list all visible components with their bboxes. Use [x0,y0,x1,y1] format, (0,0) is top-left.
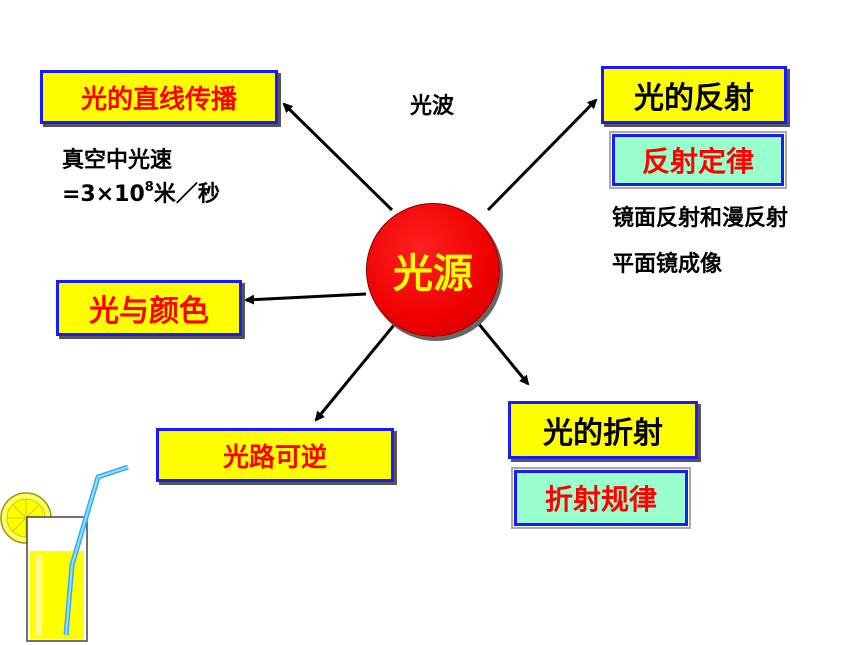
center-node-light-source: 光源 [366,203,500,337]
node-reflection-law: 反射定律 [609,131,787,189]
reflection-note-plane-mirror: 平面镜成像 [612,252,723,277]
node-reflection-label: 光的反射 [634,81,754,116]
node-refraction-law-label: 折射规律 [544,483,657,516]
node-straight-propagation: 光的直线传播 [40,70,278,124]
arrow-to-color [244,292,367,305]
node-refraction-law: 折射规律 [511,467,691,529]
speed-suffix: 米／秒 [153,182,220,207]
label-light-wave: 光波 [410,94,455,119]
node-straight-label: 光的直线传播 [80,84,237,115]
arrow-to-reflection [486,98,598,212]
node-refraction: 光的折射 [508,401,698,459]
node-reversible-label: 光路可逆 [222,442,327,473]
node-reversible-path: 光路可逆 [156,428,394,482]
straw-icon [63,464,129,636]
arrow-to-straight [282,102,394,212]
node-reflection: 光的反射 [601,66,787,124]
arrow-to-reversible [314,324,396,422]
speed-of-light-line2: =3×108米／秒 [62,176,220,208]
node-color-label: 光与颜色 [89,294,209,329]
reflection-note-mirror-diffuse: 镜面反射和漫反射 [612,206,789,231]
node-refraction-label: 光的折射 [543,416,663,451]
center-label: 光源 [393,251,473,297]
speed-prefix: =3×10 [62,182,145,207]
node-reflection-law-label: 反射定律 [641,145,754,178]
node-light-and-color: 光与颜色 [56,280,242,336]
lemonade-glass-illustration [0,464,129,642]
speed-of-light-line1: 真空中光速 [62,148,173,173]
arrow-to-refraction [472,317,530,386]
speed-exponent: 8 [144,180,154,195]
